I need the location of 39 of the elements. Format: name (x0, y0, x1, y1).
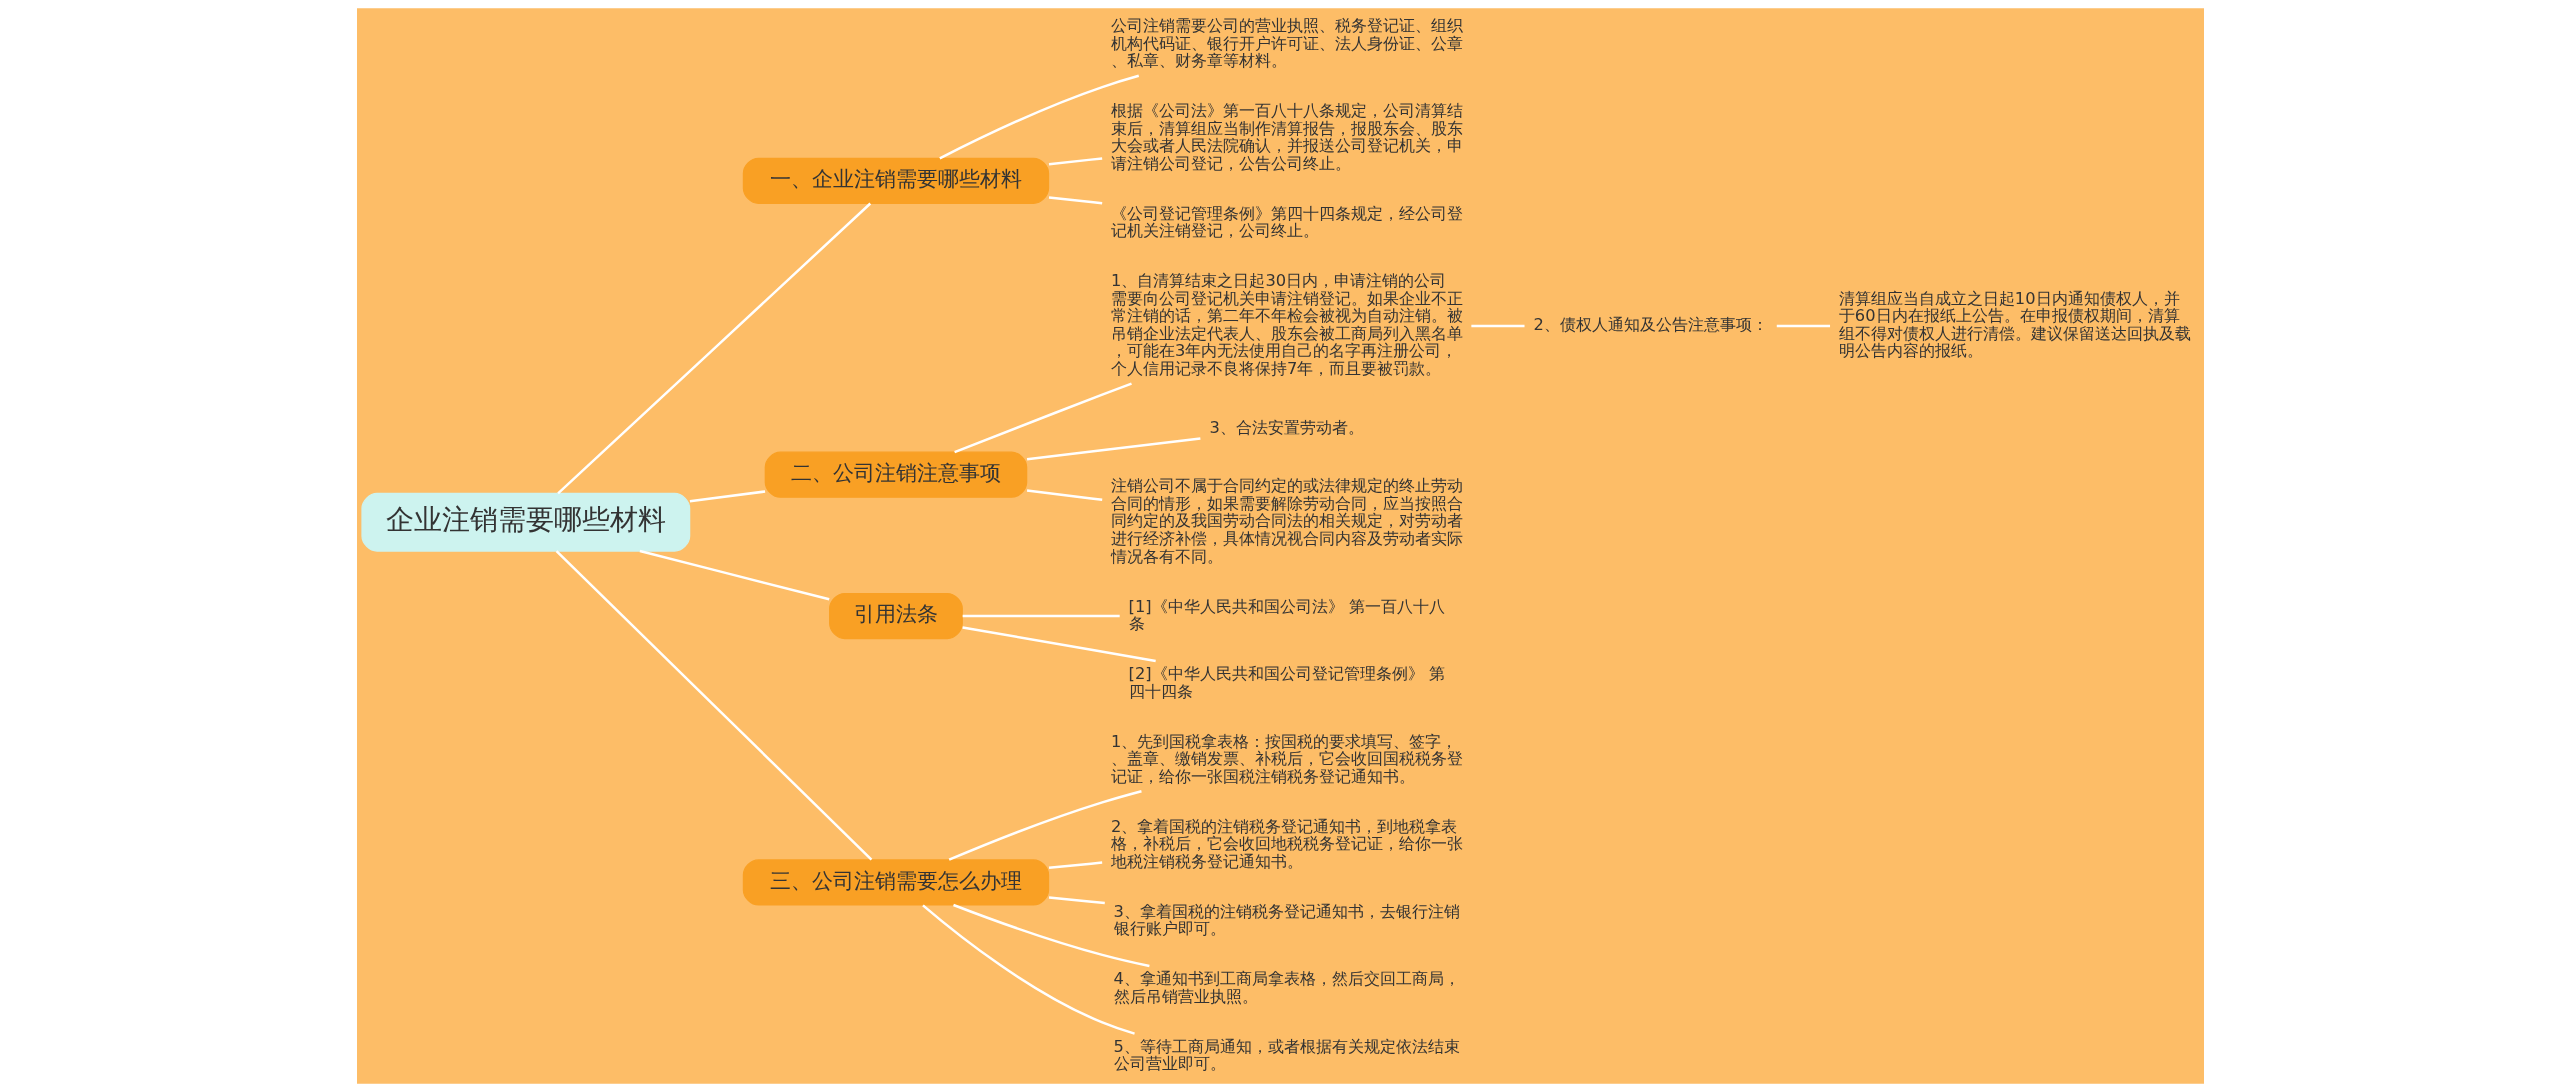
connector (556, 202, 871, 495)
node-box: 一、企业注销需要哪些材料 (742, 157, 1049, 204)
connector (952, 903, 1150, 968)
connector (1048, 861, 1102, 869)
node-text: 清算组应当自成立之日起10日内通知债权人，并于60日内在报纸上公告。在申报债权期间，清算组不得对债权人进行清偿。建议保留送达回执及载明公告内容的报纸。 (1838, 288, 2191, 361)
node-text: 2、拿着国税的注销税务登记通知书，到地税拿表格，补税后，它会收回地税税务登记证，给你一张地税注销税务登记通知书。 (1110, 816, 1463, 871)
node-text: 3、合法安置劳动者。 (1209, 417, 1364, 437)
connector (948, 790, 1142, 861)
node-text: 《公司登记管理条例》第四十四条规定，经公司登记机关注销登记，公司终止。 (1110, 203, 1463, 241)
connector (938, 74, 1139, 160)
node-text: 5、等待工商局通知，或者根据有关规定依法结束公司营业即可。 (1113, 1036, 1460, 1074)
connector (1026, 437, 1201, 461)
node-text: 根据《公司法》第一百八十八条规定，公司清算结束后，清算组应当制作清算报告，报股东会、股东大会或者人民法院确认，并报送公司登记机关，申请注销公司登记，公告公司终止。 (1110, 101, 1463, 173)
node-text: 2、债权人通知及公告注意事项： (1532, 315, 1768, 335)
connector (639, 549, 829, 601)
connector (1776, 324, 1830, 328)
connector (689, 490, 765, 503)
node-text: 公司注销需要公司的营业执照、税务登记证、组织机构代码证、银行开户许可证、法人身份证、公章、私章、财务章等材料。 (1110, 16, 1463, 71)
node-box: 企业注销需要哪些材料 (360, 492, 690, 552)
connector (921, 904, 1135, 1035)
node-text: 3、拿着国税的注销税务登记通知书，去银行注销银行账户即可。 (1113, 901, 1460, 939)
node-text: 注销公司不属于合同约定的或法律规定的终止劳动合同的情形，如果需要解除劳动合同，应当按照合同约定的及我国劳动合同法的相关规定，对劳动者进行经济补偿，具体情况视合同内容及劳动者实际情况各有不同。 (1110, 476, 1463, 566)
connector (962, 614, 1120, 618)
connector (1470, 324, 1524, 328)
node-box: 引用法条 (828, 592, 963, 640)
connector (1048, 196, 1102, 205)
connector (1026, 489, 1102, 502)
node-box: 三、公司注销需要怎么办理 (742, 859, 1049, 906)
node-text: 1、先到国税拿表格：按国税的要求填写、签字，、盖章、缴销发票、补税后，它会收回国税税务登记证，给你一张国税注销税务登记通知书。 (1110, 731, 1463, 786)
connector (961, 626, 1156, 663)
node-text: 1、自清算结束之日起30日内，申请注销的公司需要向公司登记机关申请注销登记。如果企业不正常注销的话，第二年不年检会被视为自动注销。被吊销企业法定代表人、股东会被工商局列入黑名单，可能在3年内无法使用自己的名字再注册公司，个人信用记录不良将保持7年，而且要被罚款。 (1110, 271, 1463, 378)
node-text: [1]《中华人民共和国公司法》 第一百八十八条 (1128, 596, 1445, 634)
connector (1048, 896, 1105, 905)
node-text: [2]《中华人民共和国公司登记管理条例》 第四十四条 (1128, 664, 1445, 701)
node-text: 4、拿通知书到工商局拿表格，然后交回工商局，然后吊销营业执照。 (1113, 969, 1460, 1006)
connector (953, 382, 1132, 454)
connector (1048, 157, 1102, 166)
node-box: 二、公司注销注意事项 (764, 451, 1027, 498)
connector (555, 550, 872, 861)
